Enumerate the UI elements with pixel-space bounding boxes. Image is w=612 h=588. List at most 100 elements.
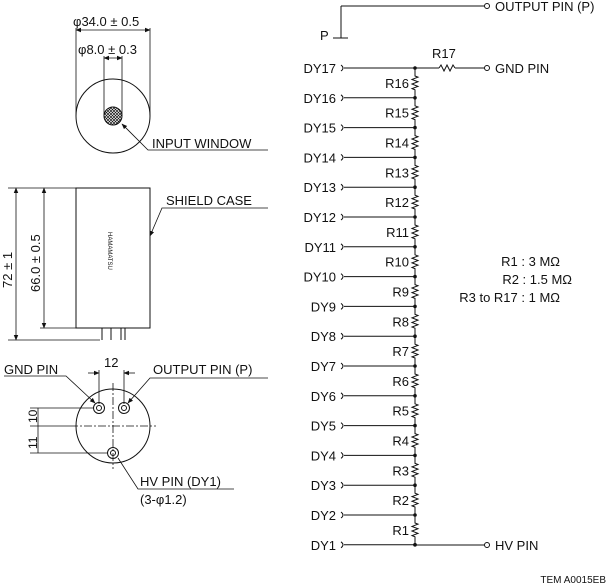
resistor-label: R6 [392, 374, 409, 389]
resistor-r1: R1 [392, 515, 420, 545]
resistor-r9: R9 [392, 276, 420, 307]
dynode-label: DY17 [303, 61, 336, 76]
dynode-dy14: DY14 [303, 150, 417, 165]
side-view: HAMAMATSU 72 ± 1 66.0 ± 0.5 SHIELD CASE [0, 187, 268, 341]
dynode-label: DY11 [304, 240, 336, 255]
bottom-view: 12 10 11 GND PIN OUTPUT PIN (P) HV PIN (… [4, 355, 268, 507]
dynode-dy8: DY8 [311, 329, 417, 344]
dynode-dy5: DY5 [311, 419, 417, 434]
top-view: φ34.0 ± 0.5 φ8.0 ± 0.3 INPUT WINDOW [73, 14, 268, 154]
dynode-dy17: DY17 [303, 61, 417, 76]
hv-pin [107, 447, 119, 459]
resistor-r14: R14 [385, 127, 420, 158]
resistor-label: R3 [392, 463, 409, 478]
circuit-output-pin-label: OUTPUT PIN (P) [495, 0, 594, 14]
dynode-dy6: DY6 [311, 389, 417, 404]
resistor-label: R13 [385, 165, 409, 180]
resistor-r12: R12 [385, 187, 420, 217]
bottom-output-pin-label: OUTPUT PIN (P) [153, 362, 252, 377]
resistor-label: R1 [392, 523, 409, 538]
resistor-label: R11 [386, 225, 409, 240]
resistor-r5: R5 [392, 395, 420, 426]
dynode-label: DY15 [303, 121, 336, 136]
shield-case-body [75, 187, 151, 329]
resistor-r8: R8 [392, 306, 420, 337]
resistor-r11: R11 [386, 217, 420, 247]
output-pin-terminal [484, 3, 490, 9]
circuit-hv-pin-label: HV PIN [495, 538, 538, 553]
dynode-dy1: DY1 [311, 538, 417, 553]
dynode-label: DY13 [303, 180, 336, 195]
drawing-code: TEM A0015EB [540, 575, 606, 586]
pin-spacing-label: 12 [104, 355, 118, 370]
resistor-label: R14 [385, 136, 409, 151]
dynode-dy9: DY9 [311, 299, 417, 314]
dynode-label: DY2 [311, 508, 336, 523]
resistor-r4: R4 [392, 425, 420, 456]
resistor-r13: R13 [385, 157, 420, 188]
input-window [103, 106, 123, 126]
gnd-pin-terminal [484, 65, 490, 71]
circuit-gnd-pin-label: GND PIN [495, 61, 549, 76]
hv-pin-terminal [484, 542, 490, 548]
dynode-dy7: DY7 [311, 359, 417, 374]
resistor-r2: R2 [392, 485, 420, 515]
dynode-dy2: DY2 [311, 508, 417, 523]
offset-a-label: 10 [26, 409, 40, 423]
dynode-label: DY3 [311, 478, 336, 493]
window-diameter-label: φ8.0 ± 0.3 [78, 42, 137, 57]
bottom-gnd-pin-label: GND PIN [4, 362, 58, 377]
resistor-label: R15 [385, 106, 409, 121]
dynode-dy16: DY16 [303, 91, 417, 106]
dynode-dy10: DY10 [303, 270, 417, 285]
anode-label: P [320, 28, 329, 43]
dynode-dy4: DY4 [311, 448, 417, 463]
shield-case-label: SHIELD CASE [166, 193, 252, 208]
resistor-r3: R3 [392, 455, 420, 486]
resistor-r16: R16 [385, 68, 420, 98]
dynode-label: DY14 [303, 150, 336, 165]
dynode-label: DY5 [311, 419, 336, 434]
case-brand-text: HAMAMATSU [106, 232, 112, 270]
dynode-label: DY16 [303, 91, 336, 106]
voltage-divider-circuit: P OUTPUT PIN (P) DY17DY16DY15DY14DY13DY1… [303, 0, 594, 553]
dynode-dy12: DY12 [303, 210, 417, 225]
resistor-label: R9 [392, 285, 409, 300]
dynode-label: DY10 [303, 270, 336, 285]
gnd-pin [93, 402, 105, 414]
resistor-label: R4 [392, 434, 409, 449]
dynode-dy11: DY11 [304, 240, 417, 255]
dynode-label: DY1 [311, 538, 336, 553]
dynode-label: DY6 [311, 389, 336, 404]
resistor-label: R8 [392, 314, 409, 329]
resistor-label: R12 [385, 195, 409, 210]
resistor-label: R16 [385, 76, 409, 91]
resistor-label: R7 [392, 344, 409, 359]
resistor-r10: R10 [385, 246, 420, 277]
resistor-r17 [438, 63, 456, 73]
dynode-label: DY4 [311, 448, 336, 463]
value-r2: R2 : 1.5 MΩ [502, 272, 572, 287]
resistor-label: R2 [392, 493, 409, 508]
value-r3-r17: R3 to R17 : 1 MΩ [459, 290, 560, 305]
resistor-r7: R7 [392, 336, 420, 366]
body-height-label: 66.0 ± 0.5 [28, 234, 43, 292]
resistor-label: R10 [385, 255, 409, 270]
outer-diameter-label: φ34.0 ± 0.5 [73, 14, 139, 29]
dynode-label: DY9 [311, 299, 336, 314]
dynode-chain: DY17DY16DY15DY14DY13DY12DY11DY10DY9DY8DY… [303, 61, 417, 553]
resistor-label: R5 [392, 404, 409, 419]
dynode-dy13: DY13 [303, 180, 417, 195]
dynode-label: DY12 [303, 210, 336, 225]
resistor-r15: R15 [385, 97, 420, 128]
input-window-label: INPUT WINDOW [152, 136, 252, 151]
dynode-label: DY7 [311, 359, 336, 374]
output-pin [118, 402, 130, 414]
total-height-label: 72 ± 1 [0, 252, 15, 288]
dynode-dy15: DY15 [303, 121, 417, 136]
resistor-r6: R6 [392, 366, 420, 396]
offset-b-label: 11 [26, 436, 40, 449]
hv-pin-dy1-label: HV PIN (DY1) [140, 474, 221, 489]
